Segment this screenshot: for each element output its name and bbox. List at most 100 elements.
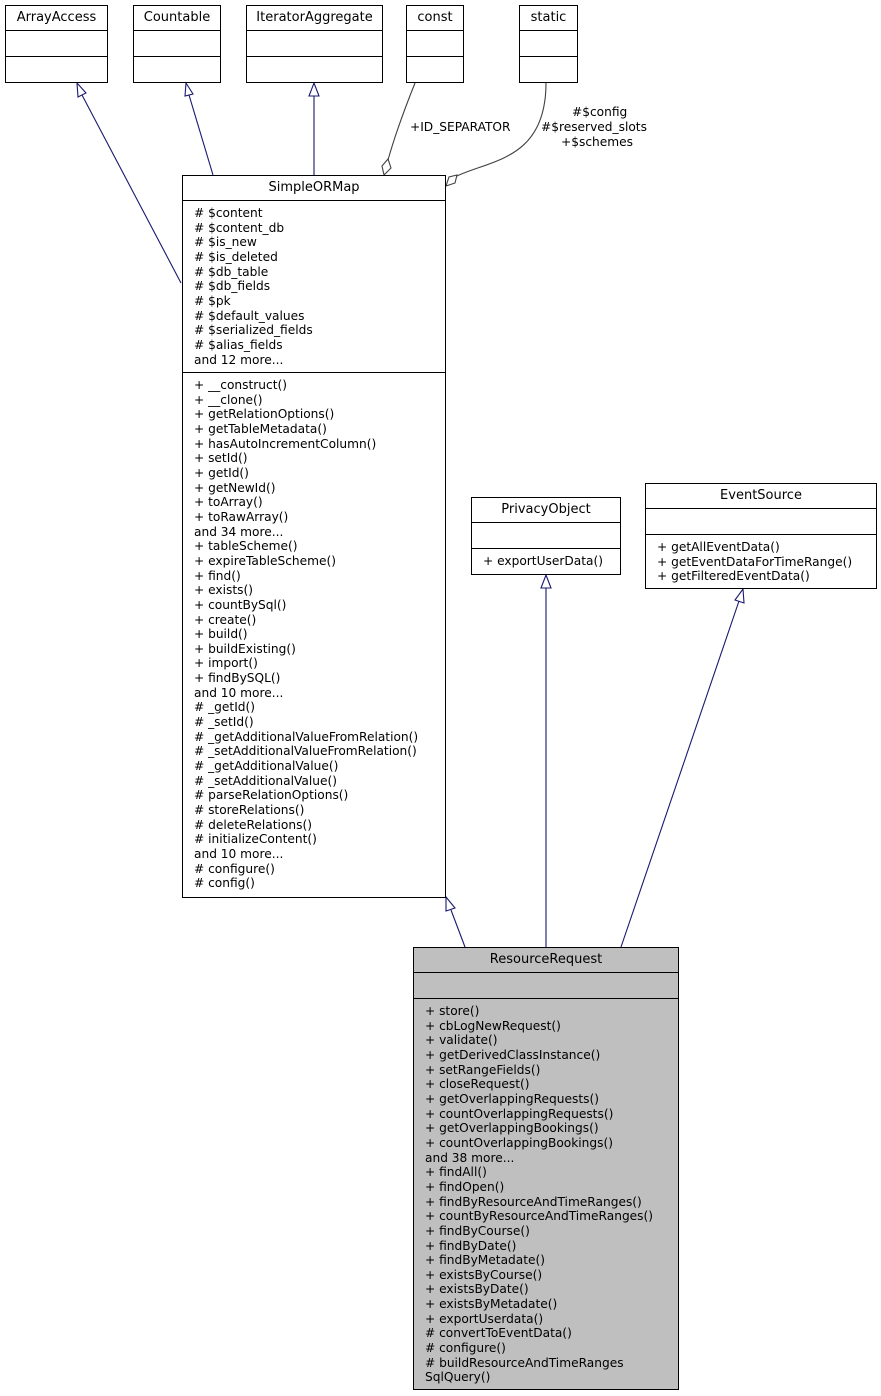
edge-static-simpleormap: [456, 82, 547, 177]
class-attribute: and 12 more...: [194, 352, 284, 367]
class-method: + getTableMetadata(): [194, 421, 327, 436]
class-method: + create(): [194, 612, 257, 627]
class-method: + findAll(): [425, 1165, 487, 1180]
class-method: + getId(): [194, 465, 249, 480]
edge-simpleormap-arrayaccess: [81, 94, 182, 284]
attribute-section: [472, 523, 620, 549]
attribute-section: [134, 31, 220, 57]
class-method: + existsByDate(): [425, 1282, 529, 1297]
attribute-section: # $content# $content_db# $is_new# $is_de…: [183, 201, 445, 373]
class-attribute: # $alias_fields: [194, 337, 283, 352]
class-method: # _getAdditionalValueFromRelation(): [194, 729, 419, 744]
class-method: + closeRequest(): [425, 1077, 530, 1092]
arrow-eventsource: [734, 587, 745, 604]
class-method: + getOverlappingBookings(): [425, 1121, 599, 1136]
class-attribute: # $content_db: [194, 220, 285, 235]
class-method: # configure(): [425, 1341, 506, 1356]
class-method: + __clone(): [194, 392, 263, 407]
class-method: # storeRelations(): [194, 803, 305, 818]
class-attribute: # $is_deleted: [194, 249, 278, 264]
class-box-eventsource: EventSource + getAllEventData()+ getEven…: [645, 483, 877, 589]
class-method: and 10 more...: [194, 847, 284, 861]
method-section: [407, 57, 463, 82]
class-method: + expireTableScheme(): [194, 553, 336, 568]
class-method: + findBySQL(): [194, 671, 281, 686]
class-method: + findOpen(): [425, 1179, 505, 1194]
class-method: # _setAdditionalValueFromRelation(): [194, 744, 417, 759]
method-section: + exportUserData(): [472, 549, 620, 569]
class-method: # configure(): [194, 861, 275, 876]
class-method: + toArray(): [194, 495, 263, 510]
class-method: + exportUserData(): [483, 554, 603, 568]
method-section: + __construct()+ __clone()+ getRelationO…: [183, 373, 445, 891]
attribute-section: [414, 973, 678, 999]
class-method: # _getId(): [194, 700, 256, 715]
class-name: ArrayAccess: [6, 6, 107, 31]
class-method: # _setId(): [194, 715, 254, 730]
class-attribute: # $content: [194, 206, 263, 220]
method-section: [247, 57, 382, 82]
class-method: + toRawArray(): [194, 509, 289, 524]
class-method: + cbLogNewRequest(): [425, 1018, 561, 1033]
class-method: + getAllEventData(): [657, 540, 780, 554]
class-method: # _getAdditionalValue(): [194, 759, 339, 774]
attribute-section: [6, 31, 107, 57]
class-method: SqlQuery(): [425, 1370, 491, 1385]
class-method: and 38 more...: [425, 1150, 515, 1165]
class-attribute: # $default_values: [194, 308, 305, 323]
class-method: + getDerivedClassInstance(): [425, 1047, 601, 1062]
class-method: + countBySql(): [194, 597, 287, 612]
class-box-simpleormap: SimpleORMap # $content# $content_db# $is…: [182, 175, 446, 898]
attribute-section: [520, 31, 577, 57]
class-method: + find(): [194, 568, 241, 583]
arrow-iteratoraggregate: [308, 81, 320, 97]
class-method: # _setAdditionalValue(): [194, 773, 337, 788]
class-method: + findByMetadate(): [425, 1253, 546, 1268]
method-section: [520, 57, 577, 82]
class-method: and 34 more...: [194, 524, 284, 539]
class-method: + getRelationOptions(): [194, 407, 335, 422]
class-method: + tableScheme(): [194, 539, 298, 554]
attribute-section: [646, 509, 876, 535]
class-method: + build(): [194, 627, 248, 642]
edge-resourcerequest-eventsource: [620, 600, 740, 948]
class-method: + store(): [425, 1004, 480, 1018]
attribute-section: [407, 31, 463, 57]
arrow-arrayaccess: [76, 81, 87, 98]
class-method: + hasAutoIncrementColumn(): [194, 436, 377, 451]
class-method: + findByResourceAndTimeRanges(): [425, 1194, 642, 1209]
class-box-iteratoraggregate: IteratorAggregate: [246, 5, 383, 83]
edge-label-config: #$config: [572, 105, 628, 119]
class-name: IteratorAggregate: [247, 6, 382, 31]
class-method: + setRangeFields(): [425, 1062, 541, 1077]
class-method: + getOverlappingRequests(): [425, 1091, 599, 1106]
class-box-privacyobject: PrivacyObject + exportUserData(): [471, 497, 621, 575]
class-method: + countOverlappingBookings(): [425, 1135, 613, 1150]
class-method: + getEventDataForTimeRange(): [657, 554, 853, 569]
class-box-countable: Countable: [133, 5, 221, 83]
diamond-const: [381, 157, 392, 177]
class-method: + countOverlappingRequests(): [425, 1106, 614, 1121]
class-method: + findByDate(): [425, 1238, 517, 1253]
class-method: # deleteRelations(): [194, 817, 312, 832]
edge-label-id-separator: +ID_SEPARATOR: [410, 120, 511, 134]
method-section: + store()+ cbLogNewRequest()+ validate()…: [414, 999, 678, 1385]
class-box-arrayaccess: ArrayAccess: [5, 5, 108, 83]
class-box-const: const: [406, 5, 464, 83]
class-method: + existsByMetadate(): [425, 1297, 558, 1312]
class-method: + __construct(): [194, 378, 288, 392]
class-name: SimpleORMap: [183, 176, 445, 201]
class-attribute: # $pk: [194, 293, 231, 308]
class-method: + exists(): [194, 583, 253, 598]
edge-label-reserved-slots: #$reserved_slots: [541, 120, 647, 134]
class-method: + setId(): [194, 451, 248, 466]
class-method: + existsByCourse(): [425, 1267, 543, 1282]
class-box-static: static: [519, 5, 578, 83]
class-name: ResourceRequest: [414, 948, 678, 973]
class-name: PrivacyObject: [472, 498, 620, 523]
method-section: + getAllEventData()+ getEventDataForTime…: [646, 535, 876, 584]
class-method: and 10 more...: [194, 685, 284, 700]
class-method: # parseRelationOptions(): [194, 788, 349, 803]
class-attribute: # $is_new: [194, 235, 257, 250]
